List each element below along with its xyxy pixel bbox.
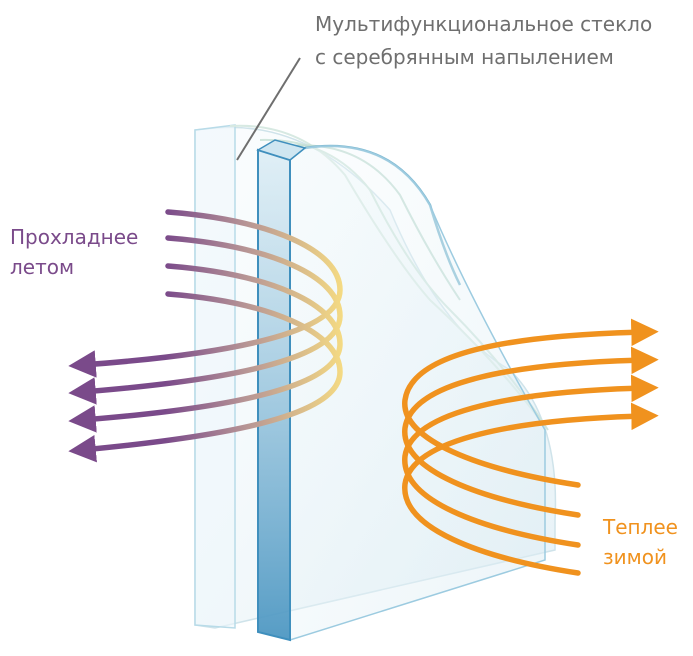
- front-glass-pane: [256, 139, 546, 642]
- summer-ray-4: [68, 291, 343, 463]
- cool-label-line-2: летом: [10, 255, 75, 279]
- warm-label-line-2: зимой: [603, 545, 667, 569]
- glass-caption: Мультифункциональное стекло с серебрянны…: [315, 8, 652, 74]
- cool-summer-label: Прохладнее летом: [10, 222, 138, 282]
- caption-leader-line: [236, 57, 301, 161]
- winter-rays: [402, 318, 659, 576]
- winter-ray-3: [402, 374, 659, 548]
- glass-caption-line-2: с серебрянным напылением: [315, 45, 614, 69]
- winter-ray-1: [402, 318, 659, 488]
- summer-ray-3: [68, 263, 343, 433]
- warm-winter-label: Теплее зимой: [603, 512, 678, 572]
- cool-label-line-1: Прохладнее: [10, 225, 139, 249]
- winter-ray-4: [402, 402, 659, 576]
- summer-ray-1: [68, 209, 343, 378]
- warm-label-line-1: Теплее: [603, 515, 678, 539]
- winter-ray-2: [402, 346, 659, 518]
- summer-rays: [68, 209, 343, 463]
- summer-ray-2: [68, 235, 343, 405]
- glass-caption-line-1: Мультифункциональное стекло: [315, 12, 653, 36]
